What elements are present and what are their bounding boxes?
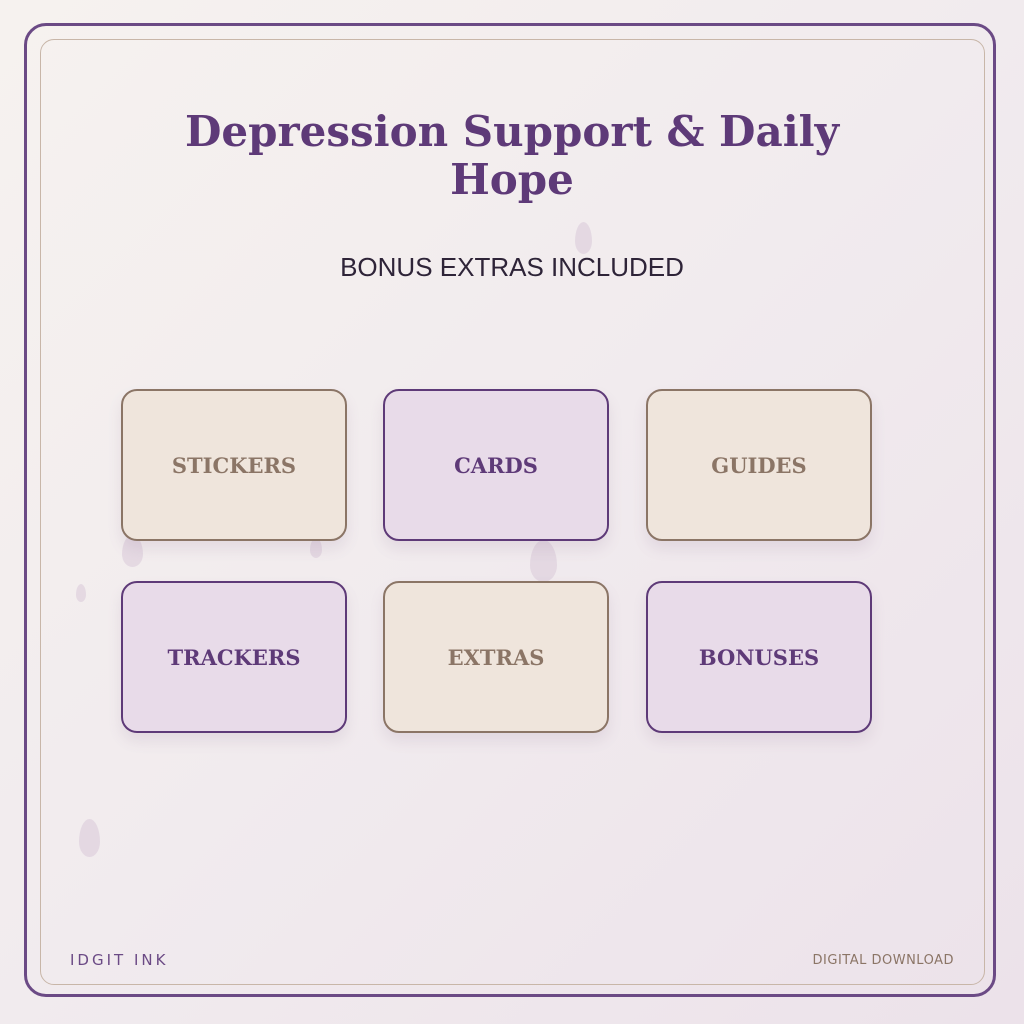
- card-extras[interactable]: EXTRAS: [383, 581, 609, 733]
- card-bonuses[interactable]: BONUSES: [646, 581, 872, 733]
- leaf-decoration-icon: [76, 584, 86, 602]
- outer-frame: [24, 23, 996, 997]
- page-title: Depression Support & Daily Hope: [184, 107, 840, 204]
- card-label: EXTRAS: [447, 644, 545, 670]
- leaf-decoration-icon: [310, 538, 322, 558]
- card-label: STICKERS: [171, 452, 297, 478]
- card-label: CARDS: [454, 452, 538, 478]
- leaf-decoration-icon: [575, 222, 592, 254]
- page-subtitle: BONUS EXTRAS INCLUDED: [340, 252, 684, 282]
- card-trackers[interactable]: TRACKERS: [121, 581, 347, 733]
- card-label: BONUSES: [698, 644, 820, 670]
- leaf-decoration-icon: [530, 540, 557, 582]
- card-label: TRACKERS: [167, 644, 301, 670]
- leaf-decoration-icon: [79, 819, 100, 857]
- card-cards[interactable]: CARDS: [383, 389, 609, 541]
- card-stickers[interactable]: STICKERS: [121, 389, 347, 541]
- inner-frame: [40, 39, 985, 985]
- footer-brand: IDGIT INK: [70, 951, 169, 969]
- card-label: GUIDES: [711, 452, 807, 478]
- card-guides[interactable]: GUIDES: [646, 389, 872, 541]
- footer-tag: DIGITAL DOWNLOAD: [812, 953, 954, 968]
- leaf-decoration-icon: [122, 535, 143, 567]
